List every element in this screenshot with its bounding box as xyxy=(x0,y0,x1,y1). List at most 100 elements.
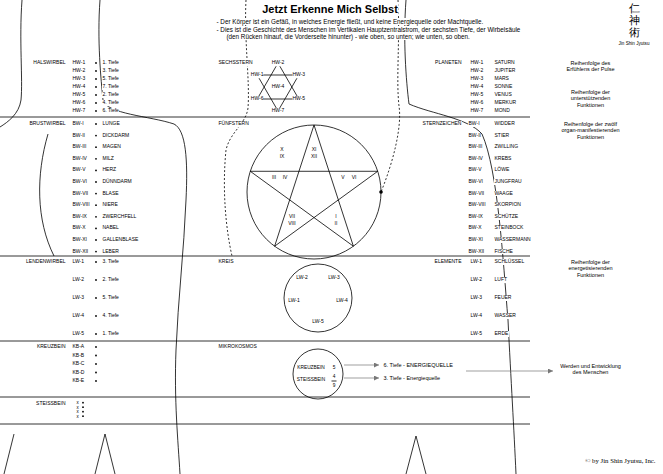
vertebra-code: BW-VI xyxy=(468,179,483,185)
node-label: HW-1 xyxy=(251,72,264,78)
node-label: HW-5 xyxy=(292,96,305,102)
vertebra-code: BW-XII xyxy=(468,249,485,255)
organ-name: HERZ xyxy=(102,167,117,173)
vertebra-code: BW-VII xyxy=(72,191,89,197)
vertebra-code: BW-VI xyxy=(72,179,87,185)
subtitle-line: (den Rücken hinauf, die Vorderseite hinu… xyxy=(226,33,470,40)
planet-name: SATURN xyxy=(494,60,515,66)
node-label: HW-6 xyxy=(251,96,264,102)
hexagram-figure: HW-2HW-1HW-3HW-4HW-6HW-5HW-7 xyxy=(250,56,306,116)
vertebra-code: BW-V xyxy=(468,167,482,173)
energy-source: 6. Tiefe - ENERGIEQUELLE xyxy=(383,362,453,368)
zodiac-name: KREBS xyxy=(494,156,512,162)
organ-name: ZWERCHFELL xyxy=(102,214,137,220)
body-outline xyxy=(0,0,22,127)
vertebra-code: LW-1 xyxy=(72,259,84,265)
node-label: XI xyxy=(311,147,316,153)
vertebra-code: HW-7 xyxy=(470,108,484,114)
region-name: KREUZBEIN xyxy=(36,344,66,350)
depth-label: 1. Tiefe xyxy=(102,331,119,337)
row-dot xyxy=(95,102,97,104)
element-name: LUFT xyxy=(494,277,508,283)
row-dot xyxy=(82,415,84,417)
planet-name: JUPITER xyxy=(494,68,516,74)
vertebra-code: LW-3 xyxy=(72,295,84,301)
vertebra-code: LW-3 xyxy=(470,295,482,301)
energy-source: 3. Tiefe - Energiequelle xyxy=(383,375,441,381)
node-label: LW-2 xyxy=(296,275,308,281)
depth-label: 5. Tiefe xyxy=(102,76,119,82)
zodiac-name: STEINBOCK xyxy=(494,225,524,231)
body-outline xyxy=(4,434,14,474)
vertebra-code: HW-2 xyxy=(470,68,484,74)
row-dot xyxy=(95,193,97,195)
row-dot xyxy=(95,372,97,374)
vertebra-code: KB-C xyxy=(72,361,85,367)
zodiac-name: WIDDER xyxy=(494,121,515,127)
hexagram-triangle xyxy=(257,63,299,99)
vertebra-code: BW-X xyxy=(72,225,86,231)
vertebra-code: HW-5 xyxy=(470,92,484,98)
pentagram-ring xyxy=(247,125,381,259)
row-dot xyxy=(95,216,97,218)
figure-heading: MIKROKOSMOS xyxy=(218,344,257,350)
depth-label: 7. Tiefe xyxy=(102,84,119,90)
vertebra-code: BW-IX xyxy=(468,214,483,220)
vertebra-code: BW-IV xyxy=(72,156,87,162)
flow-arrow xyxy=(344,365,379,366)
figure-heading: KREIS xyxy=(218,259,234,265)
vertebra-code: KB-D xyxy=(72,370,85,376)
vertebra-code: HW-7 xyxy=(72,108,86,114)
region-name: BRUSTWIRBEL xyxy=(29,121,66,127)
row-dot xyxy=(95,279,97,281)
row-dot xyxy=(95,70,97,72)
title: Jetzt Erkenne Mich Selbst xyxy=(262,3,399,16)
node-label: II xyxy=(334,221,337,227)
section-divider xyxy=(0,341,530,342)
circle-outline xyxy=(293,349,343,399)
circle-figure: LW-2LW-3LW-1LW-4LW-5 xyxy=(283,263,353,333)
planet-name: VENUS xyxy=(494,92,512,98)
figure-heading: SECHSSTERN xyxy=(218,60,253,66)
zodiac-name: FISCHE xyxy=(494,249,513,255)
body-outline xyxy=(99,0,187,474)
organ-name: GALLENBLASE xyxy=(102,237,139,243)
depth-label: 6. Tiefe xyxy=(102,108,119,114)
row-dot xyxy=(82,402,84,404)
node-label: IX xyxy=(279,154,284,160)
vertebra-code: BW-XI xyxy=(72,237,87,243)
row-dot xyxy=(95,170,97,172)
element-name: WASSER xyxy=(494,313,516,319)
vertebra-code: BW-III xyxy=(72,144,87,150)
node-label: VII xyxy=(289,214,296,220)
node-label: X xyxy=(280,147,284,153)
depth-label: 4. Tiefe xyxy=(102,100,119,106)
row-dot xyxy=(95,297,97,299)
vertebra-code: LW-1 xyxy=(470,259,482,265)
node-label: HW-7 xyxy=(271,108,284,114)
organ-name: NIERE xyxy=(102,202,118,208)
vertebra-code: HW-1 xyxy=(470,60,484,66)
vertebra-code: BW-VIII xyxy=(72,202,90,208)
column-heading: PLANETEN xyxy=(435,60,462,66)
vertebra-code: BW-V xyxy=(72,167,86,173)
body-outline xyxy=(40,134,54,256)
row-dot xyxy=(95,363,97,365)
node-label: LW-1 xyxy=(288,298,300,304)
row-dot xyxy=(95,146,97,148)
vertebra-code: BW-II xyxy=(468,133,481,139)
node-label: 9 xyxy=(332,383,335,388)
node-label: VI xyxy=(351,175,356,181)
region-name: LENDENWIRBEL xyxy=(26,259,66,265)
row-dot xyxy=(95,181,97,183)
vertebra-code: LW-5 xyxy=(72,331,84,337)
vertebra-code: HW-6 xyxy=(470,100,484,106)
region-name: HALSWIRBEL xyxy=(33,60,66,66)
vertebra-code: BW-I xyxy=(468,121,480,127)
logo-glyphs: 仁神術 xyxy=(628,3,640,39)
coccyx-mark: x xyxy=(76,414,79,419)
vertebra-code: BW-XI xyxy=(468,237,483,243)
organ-name: DICKDARM xyxy=(102,133,130,139)
planet-name: MOND xyxy=(494,108,510,114)
row-dot xyxy=(95,123,97,125)
